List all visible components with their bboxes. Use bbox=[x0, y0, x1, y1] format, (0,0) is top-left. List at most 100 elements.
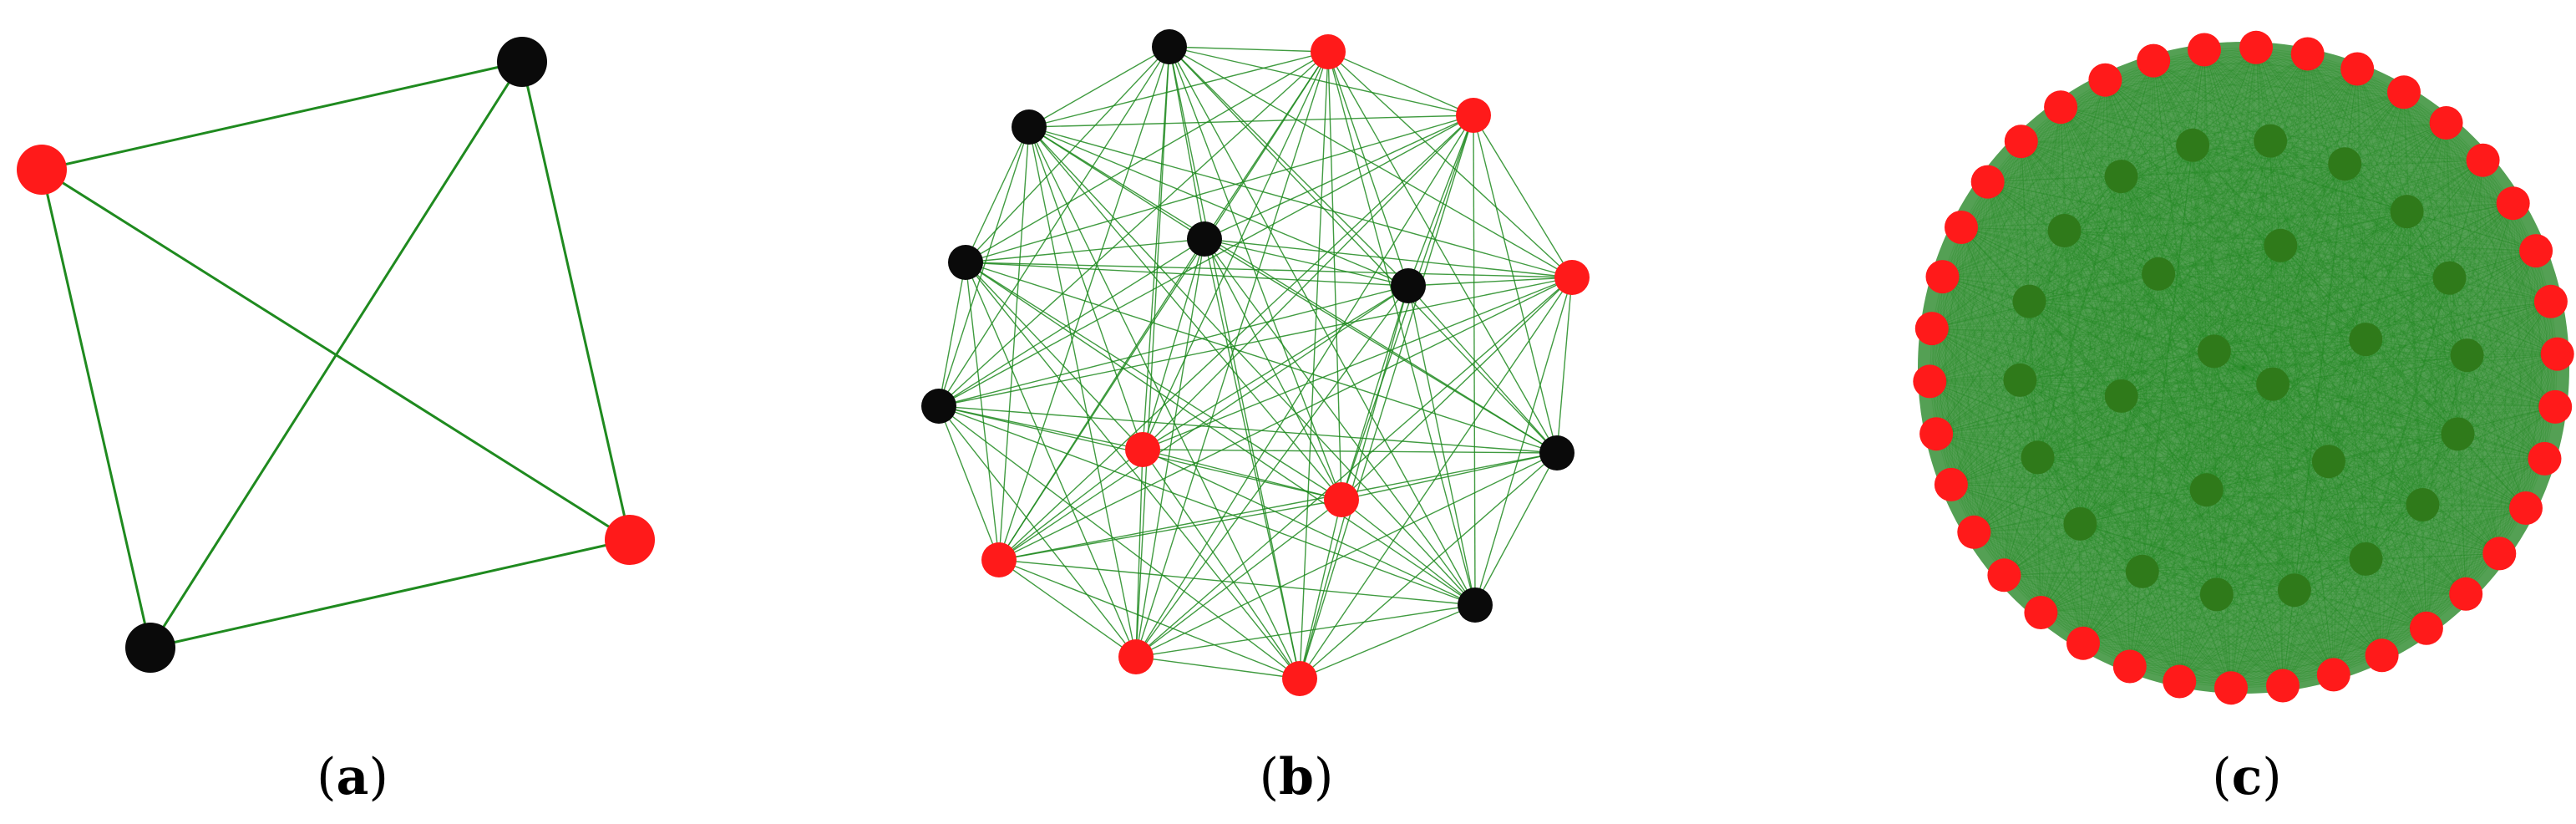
panel-c-edge bbox=[2021, 140, 2483, 161]
panel-c-edge bbox=[2037, 456, 2427, 629]
panel-c-edge bbox=[2356, 69, 2500, 554]
panel-c-edge bbox=[2381, 354, 2558, 656]
panel-c-edge bbox=[2381, 406, 2556, 656]
panel-c-edge bbox=[1931, 91, 2405, 329]
panel-a-graph bbox=[17, 37, 655, 673]
panel-c-edge bbox=[2307, 53, 2527, 509]
panel-c-edge bbox=[2064, 230, 2284, 686]
panel-c-edge bbox=[2192, 69, 2358, 146]
panel-c-edge bbox=[2366, 338, 2556, 408]
panel-c-edge bbox=[2269, 140, 2513, 204]
panel-b-node-red bbox=[1456, 98, 1491, 133]
panel-c-edge bbox=[2080, 338, 2366, 525]
panel-c-edge bbox=[1950, 484, 2143, 572]
panel-c-node-inner bbox=[2432, 261, 2467, 295]
panel-c-edge bbox=[2294, 552, 2500, 591]
panel-c-edge bbox=[2282, 461, 2330, 686]
panel-c-edge bbox=[1929, 380, 2143, 572]
panel-c-edge bbox=[2029, 301, 2330, 462]
panel-c-edge bbox=[2060, 106, 2545, 460]
panel-c-edge bbox=[2203, 49, 2558, 355]
panel-c-edge bbox=[2446, 122, 2552, 303]
panel-c-edge bbox=[1942, 276, 2207, 491]
panel-c-edge bbox=[1987, 181, 2215, 352]
panel-c-edge bbox=[2121, 175, 2218, 595]
panel-c-edge bbox=[2192, 47, 2257, 146]
panel-c-edge bbox=[1987, 181, 2295, 591]
panel-c-edge bbox=[2040, 245, 2281, 613]
panel-c-edge bbox=[2037, 145, 2193, 458]
panel-c-edge bbox=[2004, 574, 2232, 689]
panel-c-edge bbox=[2020, 379, 2335, 675]
panel-c-edge bbox=[2040, 79, 2106, 613]
panel-c-edge bbox=[2037, 456, 2423, 506]
panel-c-edge bbox=[2255, 47, 2537, 252]
panel-c-edge bbox=[2080, 250, 2537, 525]
panel-c-edge bbox=[2142, 460, 2330, 572]
panel-c-edge bbox=[2179, 593, 2467, 682]
panel-c-edge bbox=[2426, 250, 2537, 628]
panel-c-edge bbox=[2381, 211, 2408, 656]
panel-c-edge bbox=[2421, 250, 2537, 506]
panel-c-edge bbox=[1935, 245, 2281, 435]
panel-c-edge bbox=[2080, 433, 2458, 525]
panel-c-edge bbox=[2230, 277, 2450, 689]
panel-c-edge bbox=[2269, 140, 2295, 591]
panel-c-edge bbox=[2020, 379, 2382, 656]
panel-c-edge bbox=[2272, 164, 2345, 384]
panel-c-edge bbox=[2216, 552, 2500, 595]
panel-c-edge bbox=[2158, 273, 2450, 279]
panel-c-edge bbox=[2079, 523, 2084, 643]
panel-c-edge bbox=[1942, 60, 2154, 277]
panel-c-node-outer bbox=[2188, 33, 2221, 67]
panel-c-edge bbox=[1942, 276, 2041, 613]
panel-c-edge bbox=[1929, 381, 2005, 576]
panel-c-edge bbox=[2004, 489, 2207, 576]
panel-c-edge bbox=[2213, 53, 2309, 352]
panel-c-edge bbox=[2037, 456, 2527, 509]
panel-c-edge bbox=[2446, 122, 2556, 408]
panel-c-edge bbox=[2004, 558, 2366, 576]
panel-c-edge bbox=[2040, 351, 2215, 613]
panel-c-edge bbox=[2129, 654, 2382, 667]
panel-c-edge bbox=[2064, 230, 2458, 435]
panel-c-edge bbox=[1929, 245, 2281, 382]
panel-c-edge bbox=[1973, 47, 2257, 533]
panel-c-edge bbox=[2206, 489, 2382, 656]
panel-c-edge bbox=[1929, 380, 2545, 460]
panel-b-edge bbox=[998, 559, 1301, 679]
panel-c-edge bbox=[2121, 49, 2205, 177]
panel-c-edge bbox=[1960, 145, 2193, 228]
panel-c-edge bbox=[2037, 456, 2545, 460]
panel-c-edge bbox=[2121, 160, 2483, 397]
panel-c-edge bbox=[1942, 273, 2159, 277]
panel-c-edge bbox=[2064, 230, 2366, 560]
panel-c-edge bbox=[1987, 181, 2039, 458]
panel-c-edge bbox=[2422, 504, 2527, 509]
panel-c-node-inner bbox=[2003, 363, 2037, 397]
panel-c-edge bbox=[2064, 230, 2180, 682]
panel-c-edge bbox=[2333, 354, 2558, 675]
panel-c-edge bbox=[2426, 122, 2447, 628]
panel-c-edge bbox=[2082, 338, 2366, 644]
panel-c-edge bbox=[2365, 338, 2500, 554]
panel-c-edge bbox=[2060, 106, 2274, 384]
panel-c-edge bbox=[2333, 354, 2468, 675]
panel-c-edge bbox=[2255, 47, 2545, 460]
panel-c-edge bbox=[2019, 379, 2232, 689]
panel-c-edge bbox=[1950, 140, 2271, 486]
panel-c-edge bbox=[2307, 53, 2450, 278]
panel-c-edge bbox=[2080, 354, 2558, 525]
panel-b-edge bbox=[938, 405, 1476, 606]
panel-c-node-inner bbox=[2104, 379, 2138, 413]
panel-c-edge bbox=[2366, 301, 2551, 340]
panel-c-edge bbox=[2213, 91, 2405, 352]
panel-c-edge bbox=[2192, 145, 2467, 356]
panel-a-edge bbox=[41, 60, 523, 171]
panel-c-edge bbox=[2158, 202, 2513, 275]
panel-c-edge bbox=[2294, 164, 2345, 591]
panel-c-edge bbox=[2040, 230, 2066, 613]
panel-c-edge bbox=[2061, 106, 2271, 142]
panel-c-node-outer bbox=[1919, 417, 1954, 451]
panel-c-edge bbox=[2216, 202, 2514, 595]
